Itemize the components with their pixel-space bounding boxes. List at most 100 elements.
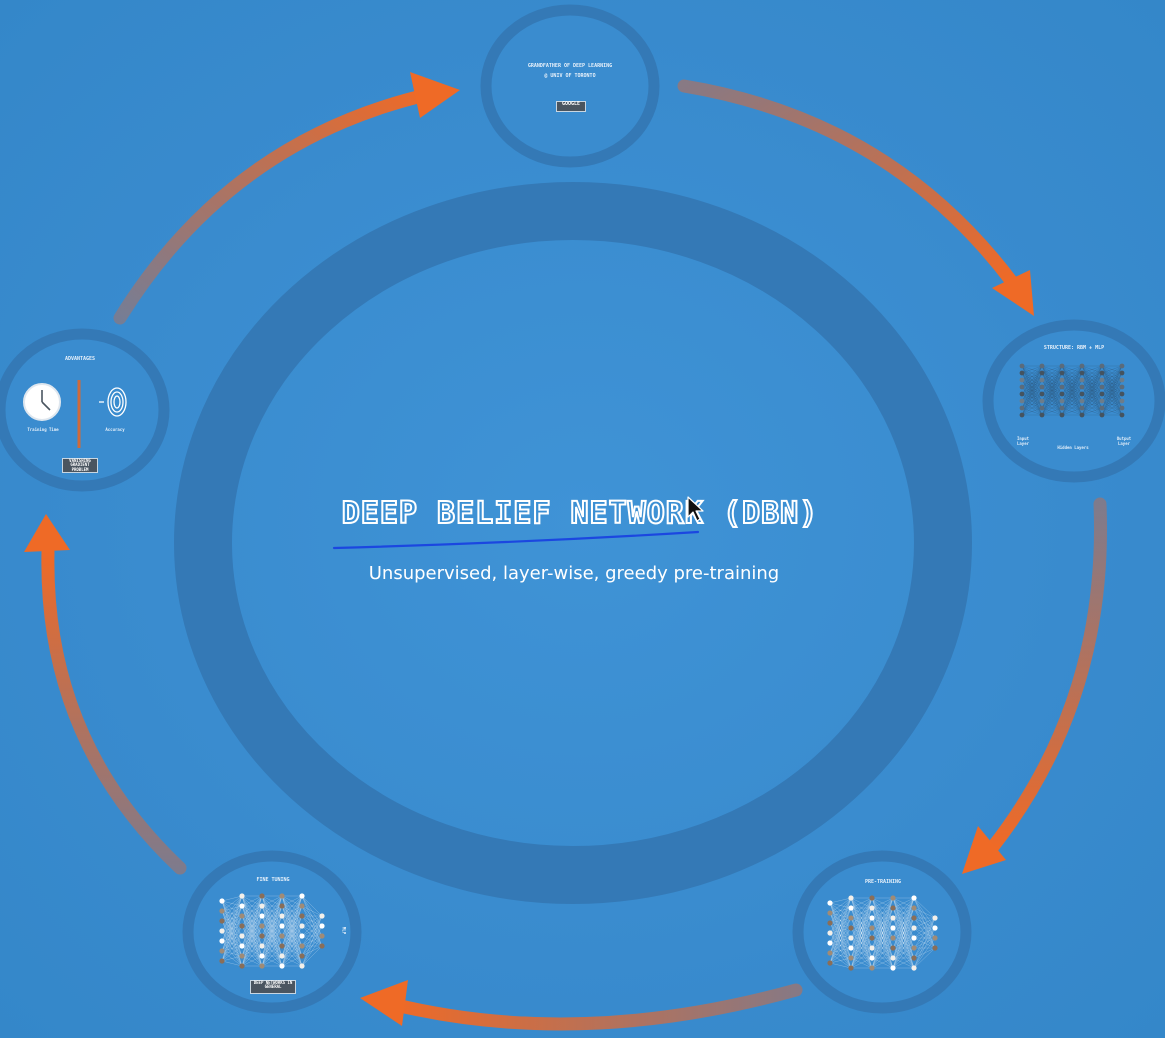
network-edge bbox=[892, 897, 915, 929]
network-edge bbox=[1021, 365, 1043, 402]
network-node bbox=[1019, 391, 1025, 397]
network-node bbox=[890, 925, 896, 931]
cycle-arrows bbox=[24, 72, 1107, 1031]
network-node bbox=[299, 953, 305, 959]
network-edge bbox=[871, 897, 894, 969]
network-node bbox=[1059, 363, 1065, 369]
network-node bbox=[911, 915, 917, 921]
right-node-label-right: Output Layer bbox=[1116, 436, 1132, 446]
network-node bbox=[911, 895, 917, 901]
network-node bbox=[869, 895, 875, 901]
network-node bbox=[239, 953, 245, 959]
network-edge bbox=[850, 937, 873, 969]
bottom-left-node-heading: FINE TUNING bbox=[256, 877, 290, 883]
bottom-right-node-heading: PRE-TRAINING bbox=[864, 879, 902, 885]
network-edge bbox=[829, 947, 852, 964]
network-edge bbox=[221, 895, 243, 942]
clock-icon bbox=[23, 383, 61, 421]
network-edge bbox=[1041, 365, 1063, 395]
network-edge bbox=[871, 897, 894, 929]
network-edge bbox=[892, 897, 915, 919]
network-edge bbox=[1081, 365, 1103, 409]
network-node bbox=[219, 958, 225, 964]
network-edge bbox=[301, 915, 323, 967]
arrow-head-left-to-top bbox=[410, 72, 460, 118]
network-node bbox=[1019, 384, 1025, 390]
network-node bbox=[1039, 384, 1045, 390]
network-edge bbox=[261, 915, 283, 967]
network-edge bbox=[892, 937, 915, 969]
arrow-head-right-to-bottomright bbox=[962, 826, 1006, 874]
network-edge bbox=[871, 897, 894, 949]
network-node bbox=[890, 965, 896, 971]
network-edge bbox=[1041, 365, 1063, 409]
network-edge bbox=[301, 915, 323, 957]
network-edge bbox=[221, 905, 243, 962]
network-node bbox=[1079, 363, 1085, 369]
network-node bbox=[1119, 377, 1125, 383]
network-node bbox=[1059, 384, 1065, 390]
network-node bbox=[827, 900, 833, 906]
network-edge bbox=[913, 947, 936, 969]
network-edge bbox=[850, 927, 873, 969]
network-node bbox=[279, 933, 285, 939]
node-top-circle[interactable] bbox=[480, 4, 660, 168]
node-bottom-left-circle[interactable] bbox=[182, 850, 362, 1014]
network-edge bbox=[1061, 365, 1083, 409]
network-edge bbox=[1101, 407, 1123, 416]
left-node-label-left: Training Time bbox=[27, 427, 59, 432]
network-node bbox=[1119, 363, 1125, 369]
network-edge bbox=[261, 925, 283, 967]
network-node bbox=[299, 923, 305, 929]
network-edge bbox=[829, 897, 852, 954]
network-node bbox=[1019, 398, 1025, 404]
network-edge bbox=[1041, 365, 1063, 388]
network-node bbox=[827, 910, 833, 916]
network-edge bbox=[871, 917, 894, 969]
network-edge bbox=[1041, 365, 1063, 374]
network-node bbox=[1039, 405, 1045, 411]
network-edge bbox=[241, 935, 263, 967]
node-left-circle[interactable] bbox=[0, 328, 170, 492]
network-edge bbox=[221, 895, 243, 962]
network-edge bbox=[241, 955, 263, 967]
network-node bbox=[219, 918, 225, 924]
network-edge bbox=[301, 915, 323, 937]
right-node-label-center: Hidden Layers bbox=[1057, 445, 1089, 450]
network-node bbox=[299, 933, 305, 939]
network-edge bbox=[221, 895, 243, 952]
network-edge bbox=[261, 935, 283, 967]
network-edge bbox=[221, 925, 243, 962]
network-edge bbox=[1041, 379, 1063, 416]
network-node bbox=[1019, 412, 1025, 418]
network-node bbox=[1099, 370, 1105, 376]
network-node bbox=[1019, 370, 1025, 376]
network-edge bbox=[1061, 365, 1083, 374]
network-edge bbox=[1061, 386, 1083, 416]
network-edge bbox=[829, 897, 852, 964]
network-edge bbox=[1041, 400, 1063, 416]
network-edge bbox=[829, 897, 852, 914]
network-node bbox=[890, 945, 896, 951]
network-edge bbox=[829, 907, 852, 964]
network-edge bbox=[913, 897, 936, 919]
network-edge bbox=[913, 917, 936, 949]
network-edge bbox=[301, 915, 323, 947]
network-edge bbox=[1081, 365, 1103, 388]
network-node bbox=[1059, 370, 1065, 376]
network-node bbox=[1019, 363, 1025, 369]
network-edge bbox=[241, 925, 263, 967]
network-node bbox=[827, 920, 833, 926]
network-edge bbox=[281, 895, 303, 927]
network-node bbox=[1119, 412, 1125, 418]
network-node bbox=[869, 945, 875, 951]
network-node bbox=[239, 903, 245, 909]
network-node bbox=[890, 955, 896, 961]
network-edge bbox=[1061, 365, 1083, 381]
network-edge bbox=[1101, 365, 1123, 402]
network-node bbox=[259, 933, 265, 939]
network-edge bbox=[221, 955, 243, 962]
network-node bbox=[1099, 391, 1105, 397]
network-edge bbox=[850, 897, 873, 949]
network-edge bbox=[261, 895, 283, 907]
